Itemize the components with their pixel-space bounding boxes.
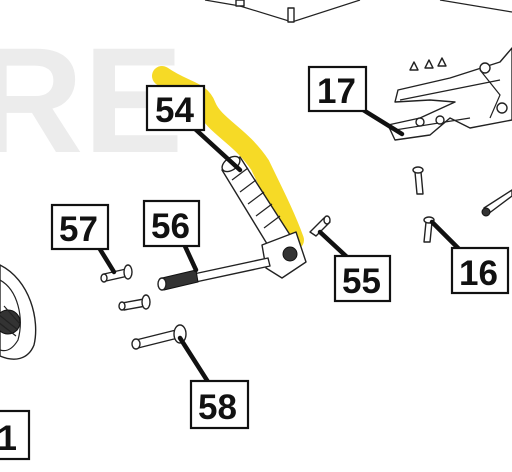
callout-54: 54 (145, 84, 206, 132)
callout-56-label: 56 (151, 207, 190, 246)
part-16-pins (412, 166, 512, 243)
callout-58-label: 58 (198, 388, 237, 427)
part-56-bolt (157, 257, 271, 291)
part-61-wheel (0, 264, 37, 360)
callout-57: 57 (50, 203, 110, 251)
callout-55-label: 55 (342, 262, 381, 301)
callout-58: 58 (189, 379, 250, 430)
callout-16-label: 16 (459, 254, 498, 293)
callout-55: 55 (333, 254, 392, 303)
callout-61-label: 61 (0, 419, 17, 458)
callout-57-label: 57 (59, 210, 98, 249)
part-17-bracket (387, 47, 512, 141)
callout-17-label: 17 (317, 72, 356, 111)
part-55-pin (309, 215, 331, 237)
callout-54-label: 54 (155, 91, 194, 130)
callout-17: 17 (307, 65, 368, 113)
part-58-axle-pin (131, 324, 187, 350)
part-57-screws (100, 264, 151, 311)
callout-16: 16 (450, 246, 510, 295)
top-assembly-edge (204, 0, 512, 23)
callout-61: 61 (0, 409, 31, 461)
callout-56: 56 (142, 199, 201, 248)
